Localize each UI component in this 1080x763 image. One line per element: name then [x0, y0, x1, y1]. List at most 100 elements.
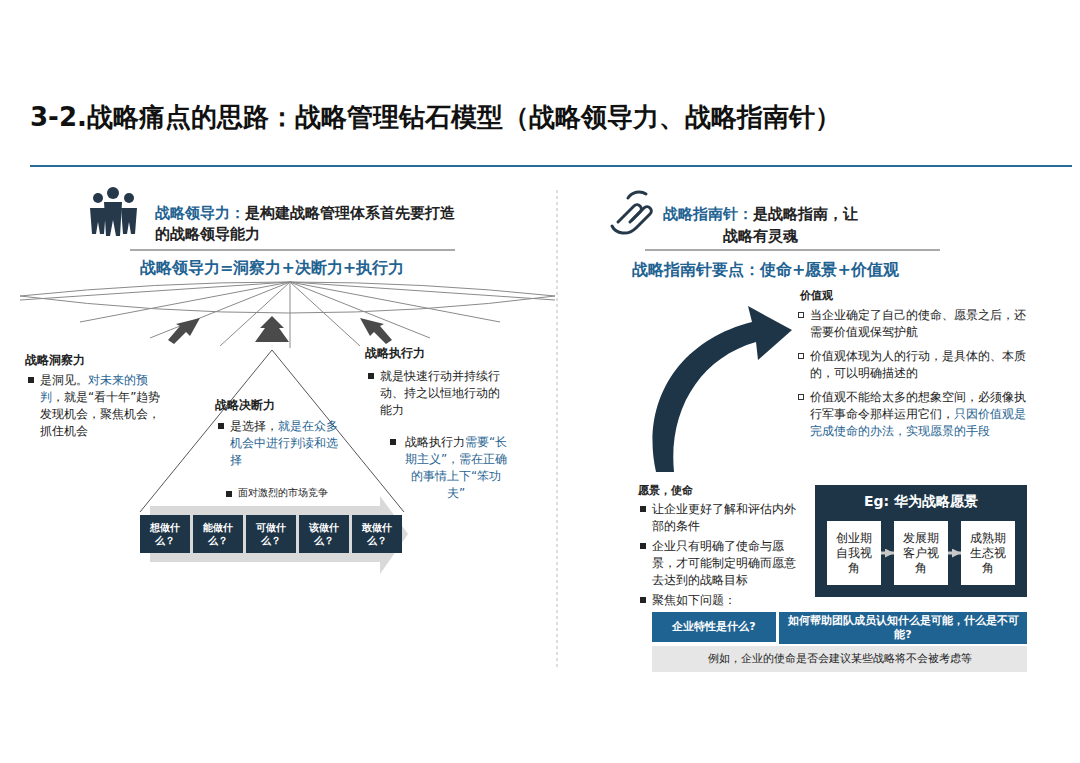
bullet-marker [390, 439, 396, 445]
stage-box: 创业期自我视角 [827, 521, 881, 585]
flow-arrow [948, 552, 961, 555]
node-text: 如何帮助团队成员认知什么是可能，什么是不可能? [784, 614, 1022, 642]
perspective-fan [20, 282, 290, 300]
flow-arrow [881, 552, 894, 555]
label-text: 面对激烈的市场竞争 [238, 487, 328, 498]
people-icon [124, 193, 134, 203]
perspective-fan [290, 282, 555, 300]
text-block: 是选择，就是在众多机会中进行判读和选择 [230, 418, 338, 469]
bullet-marker [640, 543, 646, 549]
panel-divider [557, 190, 558, 668]
text-block: 就是快速行动并持续行动、持之以恒地行动的能力 [380, 368, 508, 419]
node-text: 能做什么？ [198, 521, 238, 547]
text-block: 战略领导力=洞察力+决断力+执行力 [140, 258, 470, 278]
text-block: 价值观不能给太多的想象空间，必须像执行军事命令那样运用它们，只因价值观是完成使命… [810, 389, 1028, 440]
node-text: 企业特性是什么? [672, 620, 755, 634]
node-text: 发展期客户视角 [899, 531, 943, 576]
people-icon [93, 193, 103, 203]
node-text: 可做什么？ [251, 521, 291, 547]
text-block: 战略领导力：是构建战略管理体系首先要打造的战略领导能力 [155, 203, 455, 245]
text-block: 战略执行力需要“长期主义”，需在正确的事情上下“笨功夫” [402, 434, 510, 502]
bullet-marker [368, 373, 374, 379]
node-text: 例如，企业的使命是否会建议某些战略将不会被考虑等 [708, 652, 972, 666]
page-title: 3-2.战略痛点的思路：战略管理钻石模型（战略领导力、战略指南针） [30, 100, 841, 135]
header-rule [130, 250, 940, 251]
title-rule [30, 166, 1072, 167]
text-block: 聚焦如下问题： [652, 592, 807, 609]
label-text: 价值观 [800, 289, 833, 302]
label-text: 战略洞察力 [25, 353, 85, 367]
bullet-marker [640, 597, 646, 603]
text-block: 面对激烈的市场竞争 [238, 486, 378, 500]
text-block: 战略决断力 [215, 397, 335, 414]
perspective-fan [80, 282, 290, 322]
process-box: 可做什么？ [246, 515, 296, 553]
header-rule [130, 250, 455, 251]
process-box: 例如，企业的使命是否会建议某些战略将不会被考虑等 [652, 646, 1027, 672]
stage-box: 成熟期生态视角 [961, 521, 1015, 585]
people-icon [90, 187, 137, 236]
text-block: 价值观 [800, 287, 920, 304]
process-box: 想做什么？ [140, 515, 190, 553]
bullet-marker [218, 423, 224, 429]
direction-arrows [168, 316, 392, 344]
label-text: 战略指南针： [663, 205, 753, 223]
label-text: 企业只有明确了使命与愿景，才可能制定明确而愿意去达到的战略目标 [652, 539, 796, 587]
label-text: 让企业更好了解和评估内外部的条件 [652, 502, 796, 533]
node-text: 成熟期生态视角 [966, 531, 1010, 576]
header-rule [645, 250, 940, 251]
direction-arrows [168, 318, 200, 344]
label-text: 战略执行力 [365, 346, 425, 360]
perspective-fan [290, 282, 291, 348]
label-text: 愿景，使命 [638, 484, 693, 497]
text-block: 价值观体现为人的行动，是具体的、本质的，可以明确描述的 [810, 348, 1028, 382]
process-box: 企业特性是什么? [652, 612, 776, 642]
text-block: 战略指南针：是战略指南，让战略有灵魂 [660, 203, 860, 247]
stage-box: 发展期客户视角 [894, 521, 948, 585]
hand-icon [612, 192, 651, 233]
direction-arrows [255, 316, 289, 342]
curved-arrow [652, 306, 792, 472]
label-text: 聚焦如下问题： [652, 593, 736, 607]
text-block: 战略执行力 [365, 345, 485, 362]
label-text: 战略指南针要点：使命+愿景+价值观 [632, 260, 899, 279]
text-block: 当企业确定了自己的使命、愿景之后，还需要价值观保驾护航 [810, 307, 1028, 341]
bullet-marker [28, 377, 34, 383]
node-text: Eg: 华为战略愿景 [864, 493, 978, 510]
panel-divider [557, 190, 558, 668]
text-block: 让企业更好了解和评估内外部的条件 [652, 501, 807, 535]
people-icon [107, 187, 119, 199]
bullet-marker [226, 491, 232, 497]
bullet-marker [798, 353, 804, 359]
label-text: ，就是“看十年”趋势发现机会，聚焦机会，抓住机会 [40, 390, 160, 438]
perspective-fan [20, 296, 555, 313]
perspective-fan [220, 282, 290, 346]
label-text: 就是快速行动并持续行动、持之以恒地行动的能力 [380, 369, 500, 417]
process-box: 如何帮助团队成员认知什么是可能，什么是不可能? [779, 612, 1027, 644]
label-text: 是洞见。 [40, 373, 88, 387]
node-text: 想做什么？ [145, 521, 185, 547]
direction-arrows [360, 318, 392, 344]
label-text: 战略决断力 [215, 398, 275, 412]
perspective-fan [290, 282, 360, 346]
label-text: 战略领导力： [155, 204, 245, 222]
text-block: 战略洞察力 [25, 352, 145, 369]
node-text: 该做什么？ [304, 521, 344, 547]
process-box: Eg: 华为战略愿景创业期自我视角发展期客户视角成熟期生态视角 [815, 485, 1027, 597]
perspective-fan [20, 282, 555, 348]
label-text: 战略执行力 [405, 435, 465, 449]
bullet-marker [798, 394, 804, 400]
text-block: 企业只有明确了使命与愿景，才可能制定明确而愿意去达到的战略目标 [652, 538, 807, 589]
label-text: 当企业确定了自己的使命、愿景之后，还需要价值观保驾护航 [810, 308, 1026, 339]
process-box: 该做什么？ [299, 515, 349, 553]
people-icon [104, 202, 122, 236]
label-text: 战略领导力=洞察力+决断力+执行力 [140, 258, 404, 277]
label-text: 价值观体现为人的行动，是具体的、本质的，可以明确描述的 [810, 349, 1026, 380]
node-text: 敢做什么？ [357, 521, 397, 547]
triangle-outline [140, 350, 404, 512]
node-text: 创业期自我视角 [832, 531, 876, 576]
title-rule [30, 165, 1072, 167]
bullet-marker [640, 506, 646, 512]
hand-icon [612, 207, 651, 233]
